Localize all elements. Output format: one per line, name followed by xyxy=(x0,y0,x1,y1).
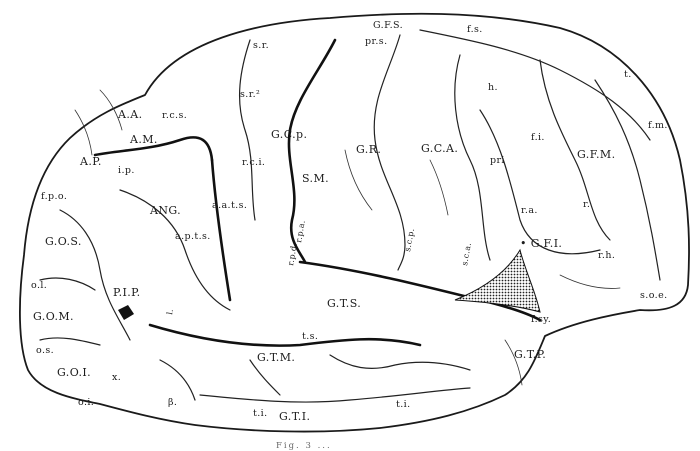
central-sulcus xyxy=(287,38,337,264)
label-ti: t.i. xyxy=(253,408,268,419)
label-ap: A.P. xyxy=(79,155,102,168)
label-prs: pr.s. xyxy=(365,36,388,47)
label-fm: f.m. xyxy=(648,120,668,131)
label-sr: s.r. xyxy=(253,40,269,51)
label-gr: G.R. xyxy=(356,143,381,156)
label-ol: o.l. xyxy=(31,280,47,291)
frontal-sulcus-superior xyxy=(419,29,651,141)
brain-outline xyxy=(19,12,690,433)
label-gtm: G.T.M. xyxy=(257,351,295,364)
label-pip: P.I.P. xyxy=(113,286,141,299)
label-b: β. xyxy=(168,397,177,408)
gyrus-contour-9 xyxy=(74,89,123,156)
label-ang: ANG. xyxy=(149,204,181,217)
label-pri: pri xyxy=(490,155,505,166)
label-oi: o.i. xyxy=(78,397,94,408)
label-t: t. xyxy=(624,69,632,80)
label-fs: f.s. xyxy=(467,24,483,35)
label-fi: f.i. xyxy=(531,132,545,143)
gyrus-contour-4 xyxy=(594,79,661,281)
label-gom: G.O.M. xyxy=(33,310,74,323)
label-aa: A.A. xyxy=(117,108,142,121)
label-fsy: f.sy. xyxy=(531,314,551,325)
sylvian-fissure xyxy=(210,158,542,322)
precentral-sulcus xyxy=(373,34,406,271)
label-ip: i.p. xyxy=(118,165,135,176)
label-am: A.M. xyxy=(129,133,158,146)
label-gfm: G.F.M. xyxy=(577,148,615,161)
label-gti: G.T.I. xyxy=(279,410,310,423)
label-fpo: f.p.o. xyxy=(41,191,67,202)
figure-caption: Fig. 3 ... xyxy=(276,441,332,451)
inferior-temporal-sulcus xyxy=(199,387,471,403)
label-rpa: r.p.a. xyxy=(294,219,307,243)
frontal-sulcus-inferior xyxy=(479,109,601,255)
label-ti2: t.i. xyxy=(396,399,411,410)
gyrus-contour-8 xyxy=(329,354,471,371)
label-sca: s.c.a. xyxy=(460,242,473,267)
gyrus-contour-10 xyxy=(344,149,449,216)
gyrus-contour-6 xyxy=(59,209,131,341)
label-sm: S.M. xyxy=(302,172,329,185)
gyrus-contour-1 xyxy=(238,39,256,221)
label-sr2: s.r.² xyxy=(240,89,260,100)
label-os: o.s. xyxy=(36,345,54,356)
label-gts: G.T.S. xyxy=(327,297,361,310)
label-soe: s.o.e. xyxy=(640,290,668,301)
label-rpd: r.p.d. xyxy=(286,242,299,266)
label-ra: r.a. xyxy=(521,205,538,216)
label-x: x. xyxy=(112,372,121,383)
label-rcs: r.c.s. xyxy=(162,110,187,121)
gyrus-contour-3 xyxy=(539,59,611,241)
label-gca: G.C.A. xyxy=(421,142,458,155)
gyrus-contour-11 xyxy=(504,274,621,386)
label-apts: a.p.t.s. xyxy=(175,231,211,242)
label-aats: a.a.t.s. xyxy=(212,200,247,211)
label-rh: r.h. xyxy=(598,250,615,261)
label-goi: G.O.I. xyxy=(57,366,91,379)
label-h: h. xyxy=(488,82,498,93)
label-gfi: • G.F.I. xyxy=(520,237,562,250)
label-scp: s.c.p. xyxy=(403,227,416,252)
label-gfs: G.F.S. xyxy=(373,20,403,31)
gyrus-contour-7 xyxy=(159,359,281,401)
label-l: l. xyxy=(165,308,175,315)
interparietal-sulcus xyxy=(93,136,214,162)
label-gtp: G.T.P. xyxy=(514,348,546,361)
label-r: r. xyxy=(583,199,590,210)
label-gos: G.O.S. xyxy=(45,235,82,248)
gyrus-contour-2 xyxy=(454,54,491,261)
gyrus-contour-5 xyxy=(119,189,231,311)
parallel-sulcus xyxy=(148,323,422,347)
label-gcp: G.C.p. xyxy=(271,128,307,141)
shaded-region xyxy=(454,248,541,313)
label-rci: r.c.i. xyxy=(242,157,265,168)
label-ts: t.s. xyxy=(302,331,318,342)
occipital-dark-spot xyxy=(118,305,134,320)
occipital-sulcus xyxy=(39,277,101,346)
